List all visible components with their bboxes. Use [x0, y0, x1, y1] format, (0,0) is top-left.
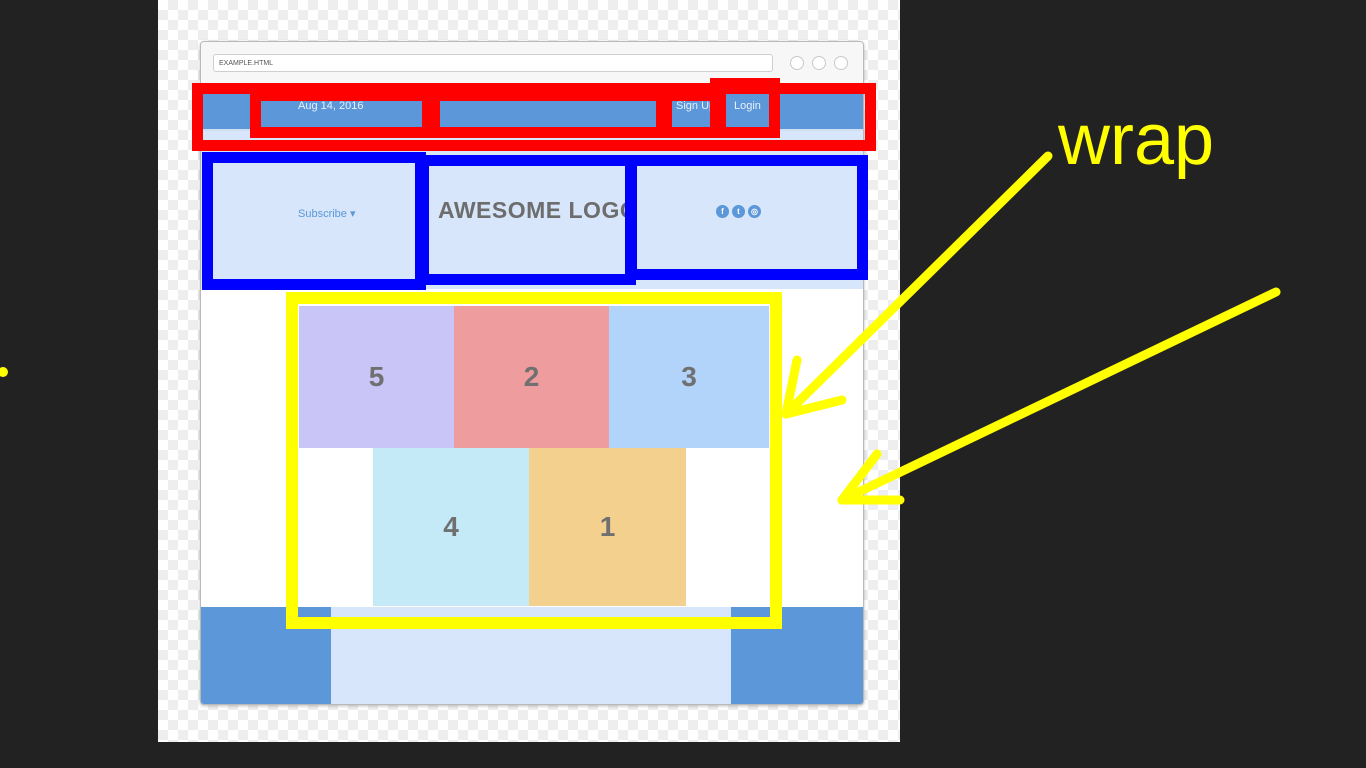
subscribe-dropdown[interactable]: Subscribe ▾ [298, 208, 356, 220]
site-logo: AWESOME LOGO [438, 197, 639, 223]
arrow-line-lower [837, 287, 1281, 505]
window-dot-icon [812, 56, 826, 70]
tile-3: 3 [609, 306, 769, 448]
nav-row-highlight [192, 83, 876, 151]
arrow-head-upper [781, 355, 847, 419]
annotation-dot [0, 367, 8, 377]
arrow-head-lower [837, 449, 905, 505]
tile-5: 5 [299, 306, 454, 448]
tile-2: 2 [454, 306, 609, 448]
facebook-icon[interactable]: f [716, 205, 729, 218]
twitter-icon[interactable]: t [732, 205, 745, 218]
nav-date: Aug 14, 2016 [298, 100, 364, 112]
login-highlight [710, 78, 780, 138]
window-dot-icon [790, 56, 804, 70]
signup-link[interactable]: Sign Up [676, 100, 716, 112]
arrow-line-upper [781, 151, 1053, 419]
browser-window: EXAMPLE.HTML Aug 14, 2016 Sign Up Login … [200, 41, 864, 705]
tile-1: 1 [529, 448, 686, 606]
date-highlight [250, 90, 440, 138]
url-bar[interactable]: EXAMPLE.HTML [213, 54, 773, 72]
tile-4: 4 [373, 448, 529, 606]
instagram-icon[interactable]: ◎ [748, 205, 761, 218]
wrap-highlight [286, 292, 782, 629]
login-link[interactable]: Login [734, 100, 761, 112]
window-dot-icon [834, 56, 848, 70]
social-highlight [626, 155, 868, 280]
browser-chrome: EXAMPLE.HTML [201, 42, 863, 85]
wrap-annotation-label: wrap [1058, 100, 1215, 180]
